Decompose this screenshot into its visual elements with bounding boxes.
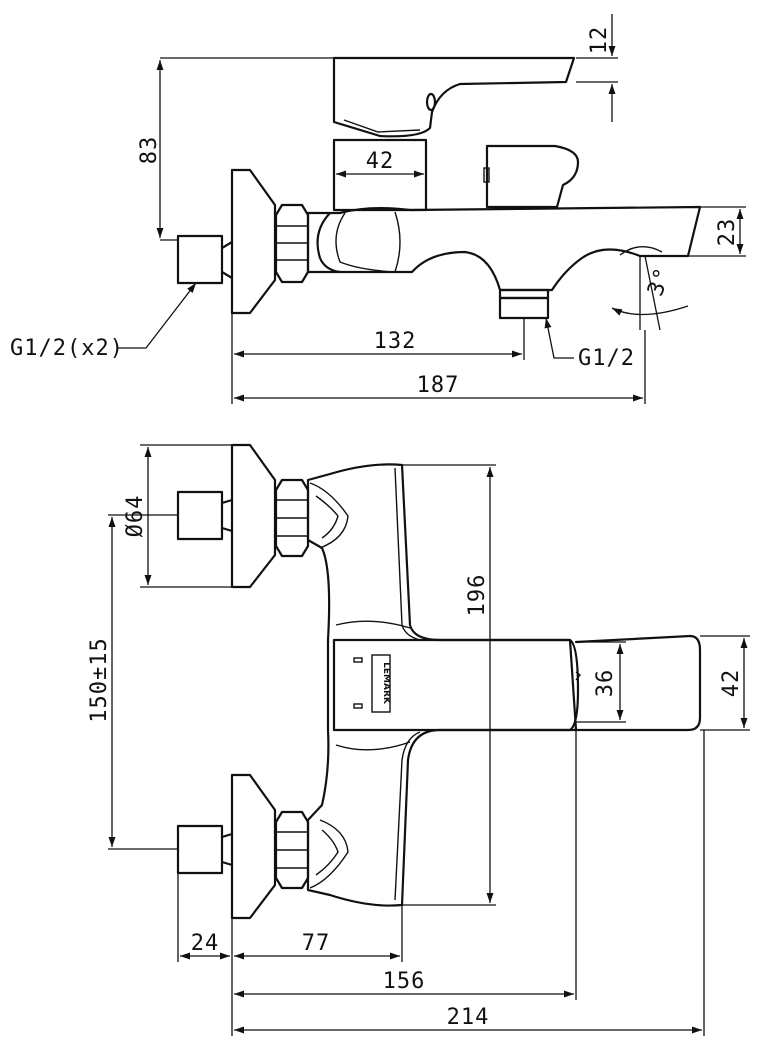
side-outlet-nozzle [498,288,550,300]
side-hex-nut [274,203,310,284]
label-inlet-thread: G1/2(x2) [10,336,124,361]
brand-logo: LEMARK [381,662,391,705]
dim-lever-width: 36 [593,669,618,698]
top-view: LEMARK Ø64 150±15 196 [87,443,750,1036]
dim-lever-offset: 12 [587,26,612,55]
side-view: 12 83 42 23 3° 132 187 G1/2(x2) G1/2 [10,14,746,404]
dim-inlet-length: 24 [191,931,220,956]
dim-flange-diameter: Ø64 [123,495,148,538]
side-cartridge [332,138,428,212]
dim-body-depth: 77 [302,931,331,956]
side-mixer-body [306,205,702,292]
side-wall-flange [230,168,277,315]
dim-spout-width: 42 [719,669,744,698]
top-flange-lower [230,773,277,920]
top-flange-upper [230,443,277,589]
logo-plate [371,654,391,713]
dim-overall-length: 187 [417,373,460,398]
dim-body-length: 196 [465,574,490,617]
side-lever-handle [332,56,576,138]
side-diverter-knob [485,144,580,209]
dim-overall-width: 214 [447,1005,490,1030]
dim-height: 83 [137,136,162,165]
label-outlet-thread: G1/2 [578,346,635,371]
dim-outlet-distance: 132 [374,329,417,354]
dim-spout-height: 23 [715,218,740,247]
top-mixer-body [306,463,578,907]
dim-centers: 150±15 [87,637,112,722]
dim-body-width: 42 [366,149,395,174]
side-inlet-fitting [176,234,224,285]
dim-lever-reach: 156 [383,969,426,994]
top-spout [574,634,702,732]
top-lever [332,638,580,732]
